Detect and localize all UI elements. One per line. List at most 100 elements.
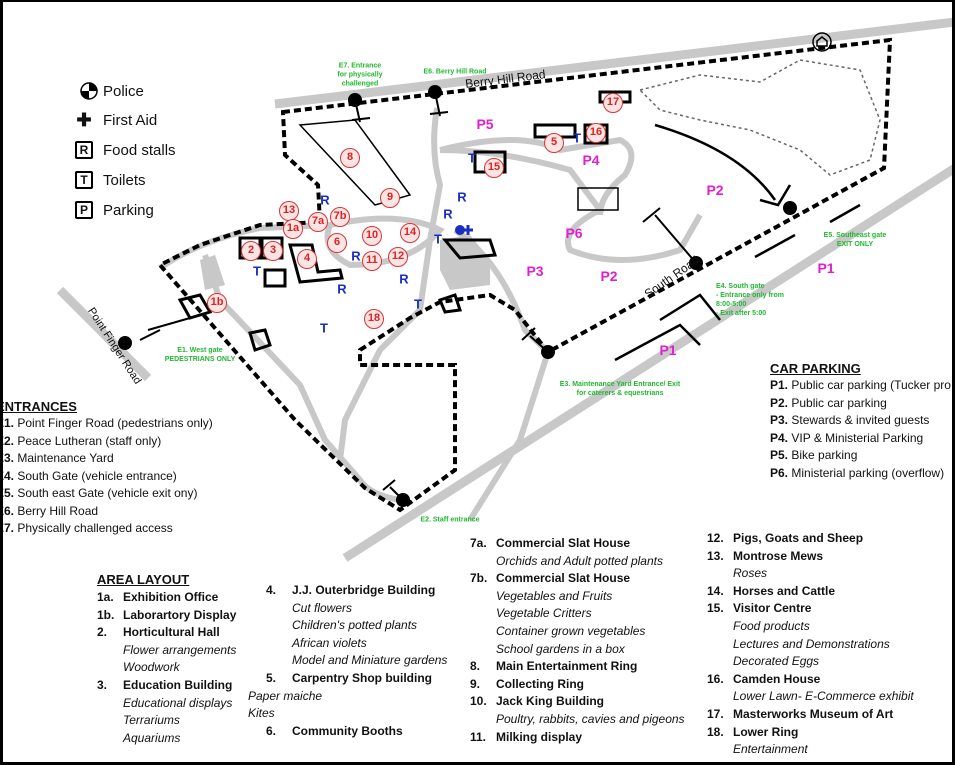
area-item: 17.Masterworks Museum of Art	[707, 706, 914, 724]
area-name: Montrose Mews	[733, 548, 824, 563]
food-stall-marker: R	[399, 271, 409, 287]
area-subitem: Lectures and Demonstrations	[733, 636, 890, 651]
food-stalls-icon: R	[75, 141, 93, 159]
area-marker[interactable]: 1b	[207, 293, 227, 313]
parking-p1: P1	[659, 342, 677, 358]
gate-e2	[396, 493, 410, 507]
area-name: J.J. Outerbridge Building	[292, 583, 436, 597]
first-aid-icon: ✚	[76, 109, 92, 130]
area-marker[interactable]: 10	[362, 226, 382, 246]
area-number: 4.	[266, 583, 277, 597]
toilet-marker: T	[414, 296, 422, 312]
entrances-title: ENTRANCES	[0, 399, 77, 414]
entrance-item: E4. South Gate (vehicle entrance)	[0, 468, 177, 483]
area-number: 8.	[470, 659, 481, 674]
entrance-gates	[118, 85, 797, 507]
area-subitem: Roses	[733, 566, 768, 581]
area-subitem: Aquariums	[123, 730, 181, 745]
area-marker[interactable]: 8	[340, 148, 360, 168]
area-name: Lower Ring	[733, 724, 799, 739]
legend-police: Police	[75, 82, 144, 100]
food-stall-marker: R	[443, 206, 453, 222]
area-marker[interactable]: 3	[263, 241, 283, 261]
gate-e5	[783, 201, 797, 215]
area-item: 1b.Laborartory Display	[97, 607, 236, 625]
area-name: Commercial Slat House	[496, 536, 631, 550]
area-marker[interactable]: 11	[362, 251, 382, 271]
area-name: Camden House	[733, 671, 821, 686]
area-marker[interactable]: 1a	[283, 219, 303, 239]
food-stall-marker: R	[320, 192, 330, 208]
legend-toilets: T Toilets	[75, 171, 146, 189]
area-subitem: Decorated Eggs	[733, 654, 820, 669]
parking-p5: P5	[476, 116, 494, 132]
area-marker[interactable]: 16	[586, 123, 606, 143]
gate-e3	[541, 345, 555, 359]
area-number: 10.	[470, 694, 487, 709]
area-number: 6.	[266, 723, 277, 738]
area-item: 7b.Commercial Slat House	[470, 570, 685, 588]
entrances-list: ENTRANCES E1. Point Finger Road (pedestr…	[0, 399, 213, 538]
area-marker[interactable]: 4	[297, 249, 317, 269]
area-subitem: Vegetable Critters	[496, 606, 592, 621]
area-name: Commercial Slat House	[496, 571, 631, 586]
area-marker[interactable]: 2	[241, 241, 261, 261]
area-name: Laborartory Display	[123, 607, 237, 622]
parking-item: P4. VIP & Ministerial Parking	[770, 430, 924, 445]
toilet-marker: T	[434, 231, 442, 247]
area-marker[interactable]: 12	[388, 247, 408, 267]
area-subitem: Cut flowers	[292, 600, 353, 615]
legend-label: First Aid	[103, 111, 158, 129]
area-subitem: Poultry, rabbits, cavies and pigeons	[496, 711, 685, 726]
area-marker[interactable]: 6	[327, 233, 347, 253]
area-name: Masterworks Museum of Art	[733, 706, 894, 721]
area-marker[interactable]: 13	[279, 201, 299, 221]
toilet-marker: T	[253, 263, 261, 279]
area-number: 11.	[470, 729, 487, 744]
area-number: 14.	[707, 583, 724, 598]
legend-label: Food stalls	[103, 141, 176, 159]
area-marker[interactable]: 17	[603, 93, 623, 113]
entrance-item: E1. Point Finger Road (pedestrians only)	[0, 416, 213, 430]
area-name: Milking display	[496, 729, 583, 744]
police-legend-icon	[80, 82, 98, 100]
parking-item: P5. Bike parking	[770, 448, 858, 462]
area-subitem: African violets	[292, 635, 367, 650]
first-aid-police-map-icon	[455, 225, 473, 235]
area-number: 12.	[707, 531, 724, 545]
house-icon	[812, 32, 832, 52]
area-item: 7a.Commercial Slat House	[470, 535, 685, 553]
area-item: 9.Collecting Ring	[470, 676, 685, 694]
area-marker[interactable]: 14	[400, 223, 420, 243]
area-marker[interactable]: 18	[364, 309, 384, 329]
area-marker[interactable]: 9	[380, 188, 400, 208]
area-name: Horticultural Hall	[123, 625, 220, 640]
entrance-arrows	[139, 91, 697, 501]
parking-item: P3. Stewards & invited guests	[770, 413, 930, 427]
food-stall-marker: R	[337, 281, 347, 297]
area-marker[interactable]: 15	[484, 158, 504, 178]
area-subitem: Entertainment	[733, 742, 808, 757]
area-item: 16. Camden House	[707, 671, 914, 689]
parking-p6: P6	[565, 225, 583, 241]
area-item: 14.Horses and Cattle	[707, 583, 914, 601]
toilets-icon: T	[75, 171, 93, 189]
legend-label: Parking	[103, 201, 154, 219]
area-marker[interactable]: 7b	[330, 207, 350, 227]
area-marker[interactable]: 7a	[308, 212, 328, 232]
area-marker[interactable]: 5	[544, 133, 564, 153]
area-number: 16.	[707, 671, 724, 686]
parking-p1: P1	[817, 260, 835, 276]
area-item: 5.Carpentry Shop building	[266, 670, 447, 688]
area-item: 10.Jack King Building	[470, 693, 685, 711]
legend-label: Toilets	[103, 171, 146, 189]
area-subitem: Terrariums	[123, 713, 180, 728]
gate-label-e2: E2. Staff entrance	[420, 516, 480, 524]
gate-e6	[428, 85, 442, 99]
